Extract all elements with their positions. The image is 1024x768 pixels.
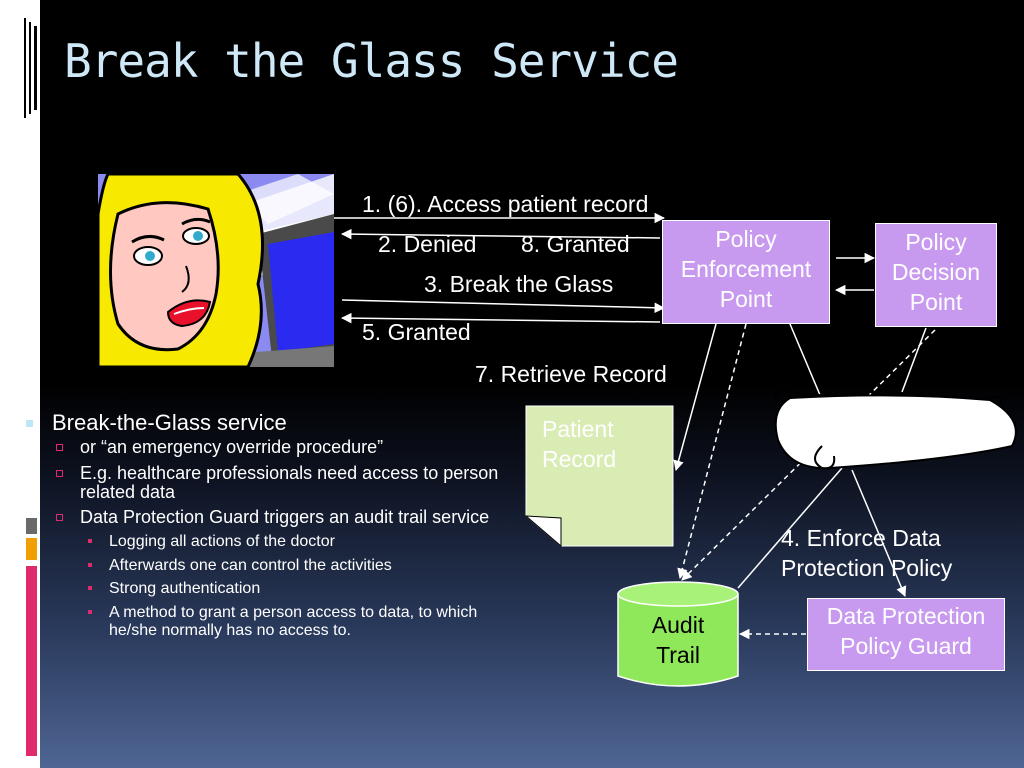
patient-record-line-1: Patient xyxy=(542,416,614,442)
enforce-policy-label: 4. Enforce Data Protection Policy xyxy=(781,523,952,584)
bullet-marker-dot xyxy=(88,586,92,591)
policy-enforcement-point-box: Policy Enforcement Point xyxy=(662,220,830,324)
bullet-marker-hollow xyxy=(56,444,63,452)
pdp-line-3: Point xyxy=(909,288,963,315)
msg-access-patient-record: 1. (6). Access patient record xyxy=(362,191,649,217)
bullet-level2-item: Data Protection Guard triggers an audit … xyxy=(22,508,502,527)
guard-line-1: Data Protection xyxy=(826,603,986,629)
arrow-retrieve-record xyxy=(673,323,717,472)
bullet-level2-item: E.g. healthcare professionals need acces… xyxy=(22,462,502,503)
bullet-marker-square xyxy=(26,420,33,427)
enforce-line-2: Protection Policy xyxy=(781,555,953,582)
strip-mark-gold xyxy=(26,538,37,560)
bullet-level3-item: Strong authentication xyxy=(22,580,502,598)
msg-break-the-glass: 3. Break the Glass xyxy=(424,271,614,297)
msg-granted-5: 5. Granted xyxy=(362,319,471,345)
bullet-level2-text: or “an emergency override procedure” xyxy=(80,437,384,458)
msg-granted-8: 8. Granted xyxy=(521,231,630,257)
bullet-list: Break-the-Glass service or “an emergency… xyxy=(22,410,502,645)
connector-pdp-to-policy-scroll xyxy=(901,327,927,393)
bullet-marker-hollow xyxy=(56,514,63,522)
arrow-break-glass xyxy=(341,299,666,314)
bullet-level3-item: Afterwards one can control the activitie… xyxy=(22,557,502,575)
pep-line-1: Policy xyxy=(715,226,777,252)
slide-title: Break the Glass Service xyxy=(64,34,679,88)
arrow-pep-to-audit xyxy=(677,323,747,580)
bullet-level3-item: Logging all actions of the doctor xyxy=(22,533,502,551)
strip-mark-gray xyxy=(26,518,37,534)
strip-lines-decoration xyxy=(22,18,40,118)
bullet-main-text: Break-the-Glass service xyxy=(52,410,287,435)
msg-denied: 2. Denied xyxy=(378,231,477,257)
bullet-level3-text: A method to grant a person access to dat… xyxy=(109,603,478,639)
bullet-level3-text: Logging all actions of the doctor xyxy=(109,533,335,551)
policy-decision-point-box: Policy Decision Point xyxy=(875,223,997,327)
patient-record-label: Patient Record xyxy=(542,414,616,475)
bullet-level2-text: Data Protection Guard triggers an audit … xyxy=(80,507,490,528)
pdp-line-1: Policy xyxy=(905,229,967,255)
bullet-level3-text: Strong authentication xyxy=(109,580,261,598)
policy-scroll-icon xyxy=(774,390,1017,470)
bullet-marker-dot xyxy=(88,609,92,614)
bullet-level3-text: Afterwards one can control the activitie… xyxy=(109,556,392,574)
guard-line-2: Policy Guard xyxy=(840,632,972,659)
patient-record-line-2: Record xyxy=(542,446,617,473)
bullet-marker-dot xyxy=(88,562,92,567)
data-protection-policy-guard-box: Data Protection Policy Guard xyxy=(807,598,1005,671)
connector-pep-to-policy-scroll xyxy=(789,323,821,396)
bullet-main: Break-the-Glass service xyxy=(22,410,502,436)
bullet-level2-text: E.g. healthcare professionals need acces… xyxy=(80,462,499,502)
note-folded-corner xyxy=(524,515,562,548)
msg-retrieve-record: 7. Retrieve Record xyxy=(475,361,667,387)
bullet-marker-dot xyxy=(88,539,92,544)
enforce-line-1: 4. Enforce Data xyxy=(781,525,941,551)
pep-line-2: Enforcement xyxy=(680,255,812,282)
bullet-level2-item: or “an emergency override procedure” xyxy=(22,438,502,457)
strip-mark-pink xyxy=(26,566,37,756)
pep-line-3: Point xyxy=(719,285,773,312)
audit-trail-line-2: Trail xyxy=(656,642,700,669)
pdp-line-2: Decision xyxy=(891,258,981,285)
bullet-level3-item: A method to grant a person access to dat… xyxy=(22,604,502,641)
audit-trail-line-1: Audit xyxy=(651,612,705,638)
woman-at-computer-illustration xyxy=(98,174,334,367)
audit-trail-label: Audit Trail xyxy=(618,610,738,671)
bullet-marker-hollow xyxy=(56,469,63,477)
